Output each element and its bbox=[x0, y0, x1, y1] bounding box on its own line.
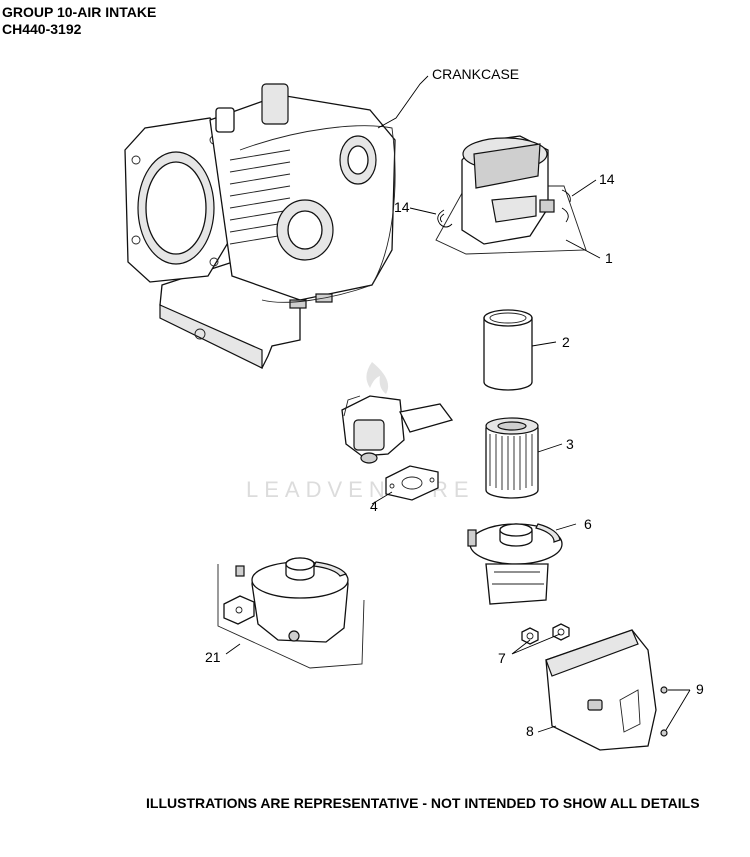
footer-note: ILLUSTRATIONS ARE REPRESENTATIVE - NOT I… bbox=[146, 795, 700, 811]
clip-left-part bbox=[437, 209, 453, 228]
nut-part bbox=[521, 623, 570, 645]
callout-crankcase: CRANKCASE bbox=[432, 66, 519, 82]
callout-8: 8 bbox=[526, 723, 534, 739]
carburetor-part bbox=[341, 395, 454, 464]
callout-6: 6 bbox=[584, 516, 592, 532]
bracket-part bbox=[467, 523, 563, 605]
precleaner-part bbox=[483, 309, 533, 391]
page-title: GROUP 10-AIR INTAKE bbox=[2, 4, 157, 20]
watermark-flame-icon bbox=[366, 362, 389, 394]
callout-9: 9 bbox=[696, 681, 704, 697]
model-number: CH440-3192 bbox=[2, 21, 82, 37]
air-cleaner-cover-part bbox=[545, 629, 657, 751]
callout-14-left: 14 bbox=[394, 199, 410, 215]
watermark: LEADVENTURE bbox=[246, 477, 475, 502]
gasket-part bbox=[385, 465, 439, 501]
leader-lines bbox=[225, 75, 691, 733]
crankcase-part bbox=[124, 83, 396, 369]
callout-21: 21 bbox=[205, 649, 221, 665]
callout-2: 2 bbox=[562, 334, 570, 350]
air-cleaner-base-part bbox=[435, 135, 587, 255]
callout-4: 4 bbox=[370, 498, 378, 514]
callout-3: 3 bbox=[566, 436, 574, 452]
callout-7: 7 bbox=[498, 650, 506, 666]
screw-part bbox=[660, 686, 668, 737]
callout-1: 1 bbox=[605, 250, 613, 266]
clip-right-part bbox=[561, 189, 571, 223]
air-cleaner-assembly-part bbox=[217, 557, 365, 669]
air-filter-element-part bbox=[485, 417, 539, 499]
callout-14-right: 14 bbox=[599, 171, 615, 187]
